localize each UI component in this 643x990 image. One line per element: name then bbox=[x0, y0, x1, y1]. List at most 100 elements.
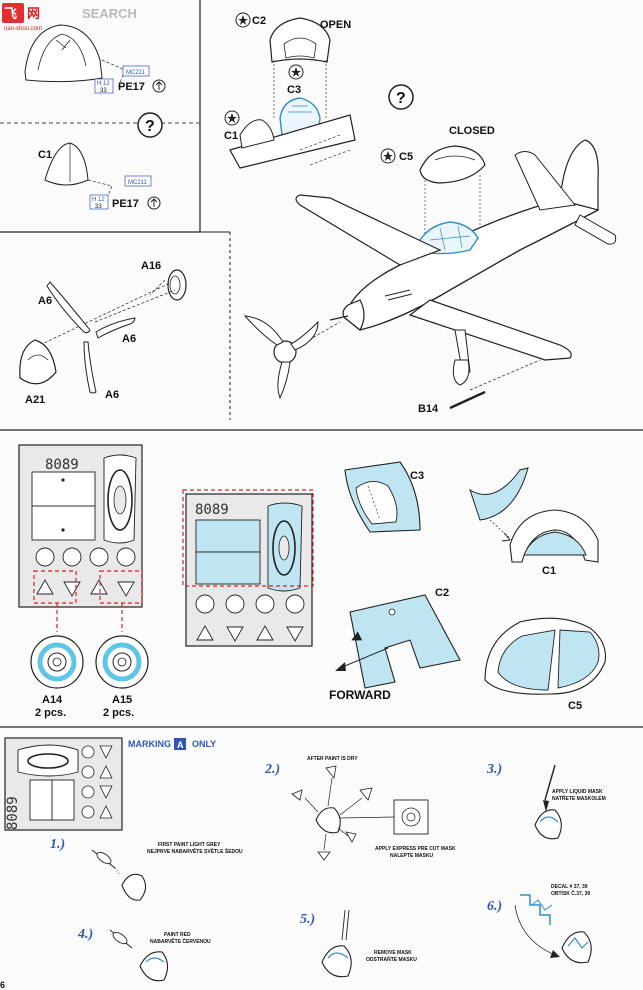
step1-spinner bbox=[121, 873, 147, 901]
canopy-closed-label: CLOSED bbox=[449, 125, 495, 137]
watermark-url: nan-shou.com bbox=[4, 26, 42, 32]
step-b-part-label: C1 bbox=[38, 149, 52, 161]
mask-sheet-left-number: 8089 bbox=[45, 457, 79, 473]
step4-number: 4.) bbox=[77, 927, 93, 942]
step3-text-en: APPLY LIQUID MASK bbox=[552, 789, 603, 795]
marking-step-1: 1.) FIRST PAINT LIGHT GREY NEJPRVE NABAR… bbox=[50, 837, 243, 901]
step-b-c1-detail: C1 MC211 H 12 33 PE17 bbox=[38, 142, 161, 210]
marking-only: ONLY bbox=[192, 739, 216, 749]
masked-part-c2: C2 FORWARD bbox=[329, 587, 461, 702]
step-a-arrow-up-icon bbox=[155, 81, 163, 90]
mask-sheet-right: 8089 bbox=[182, 489, 314, 647]
step-a-mc-label: MC211 bbox=[126, 70, 146, 76]
prop-a6-bottom-label: A6 bbox=[105, 389, 119, 401]
masked-part-c1: C1 bbox=[469, 467, 599, 577]
masked-c2-label: C2 bbox=[435, 587, 449, 599]
step-a-part-ref: PE17 bbox=[118, 81, 145, 93]
step3-spinner bbox=[534, 809, 562, 840]
step4-spinner bbox=[139, 951, 169, 982]
canopy-open-c2-label: C2 bbox=[252, 15, 266, 27]
prop-a6-mid-label: A6 bbox=[122, 333, 136, 345]
step5-text-cz: ODSTRAŇTE MASKU bbox=[366, 955, 417, 963]
step-b-h-num: 33 bbox=[95, 204, 102, 210]
step1-text-cz: NEJPRVE NABARVĚTE SVĚTLE ŠEDOU bbox=[147, 847, 243, 855]
marking-title: MARKING bbox=[128, 739, 171, 749]
prop-a21-label: A21 bbox=[25, 394, 45, 406]
watermark-char-mid: 网 bbox=[27, 6, 40, 21]
brush-icon bbox=[544, 764, 556, 801]
decal-stripe bbox=[520, 894, 551, 925]
step-a-canopy-detail: MC211 H 12 33 PE17 bbox=[24, 24, 166, 94]
forward-label: FORWARD bbox=[329, 688, 391, 702]
step5-number: 5.) bbox=[300, 912, 315, 927]
tweezers-icon bbox=[341, 909, 350, 941]
canopy-closed-assembly: CLOSED C5 bbox=[380, 125, 495, 235]
step5-text-en: REMOVE MASK bbox=[374, 950, 412, 956]
step6-arrow-icon bbox=[550, 950, 560, 958]
step4-text-en: PAINT RED bbox=[164, 932, 191, 938]
step-b-arrow-up-icon bbox=[150, 198, 158, 207]
step6-number: 6.) bbox=[487, 899, 502, 914]
mask-sheet-right-number: 8089 bbox=[195, 502, 229, 518]
aircraft-b14-label: B14 bbox=[418, 403, 439, 415]
wheel-mask-a14: A14 2 pcs. bbox=[30, 635, 84, 719]
step5-spinner bbox=[321, 945, 352, 978]
a14-qty: 2 pcs. bbox=[35, 707, 66, 719]
step-b-h-label: H 12 bbox=[92, 197, 105, 203]
marking-step-6: 6.) DECAL # 37, 39 OBTISK Č.37, 39 bbox=[487, 884, 592, 964]
marking-header: MARKING A ONLY bbox=[128, 738, 216, 750]
step3-number: 3.) bbox=[486, 762, 502, 777]
a14-label: A14 bbox=[42, 694, 63, 706]
svg-text:?: ? bbox=[396, 90, 406, 107]
canopy-closed-c5-label: C5 bbox=[399, 151, 413, 163]
watermark-char-left: 飞 bbox=[4, 6, 17, 21]
svg-text:?: ? bbox=[145, 118, 155, 135]
marking-step-5: 5.) REMOVE MASK ODSTRAŇTE MASKU bbox=[300, 909, 417, 978]
step6-spinner bbox=[561, 931, 592, 964]
aircraft-drawing: B14 bbox=[243, 139, 617, 415]
a15-qty: 2 pcs. bbox=[103, 707, 134, 719]
question-circle-icon-left: ? bbox=[137, 112, 163, 138]
step-b-part-ref: PE17 bbox=[112, 198, 139, 210]
marking-step-4: 4.) PAINT RED NABARVĚTE ČERVENOU bbox=[77, 927, 211, 982]
a15-label: A15 bbox=[112, 694, 132, 706]
aircraft-propeller bbox=[243, 315, 319, 400]
step1-number: 1.) bbox=[50, 837, 65, 852]
page-number: 6 bbox=[0, 980, 5, 990]
prop-a16-label: A16 bbox=[141, 260, 161, 272]
step-a-h-label: H 12 bbox=[97, 81, 110, 87]
step1-text-en: FIRST PAINT LIGHT GREY bbox=[158, 842, 221, 848]
masked-c1-label: C1 bbox=[542, 565, 556, 577]
marking-step-2: 2.) AFTER PAINT IS DRY APPLY EXPRESS PRE… bbox=[264, 756, 456, 861]
c1-arrow-icon bbox=[501, 532, 511, 542]
marking-sheet-number: 8089 bbox=[5, 796, 21, 830]
mask-sheet-left: 8089 bbox=[18, 444, 143, 632]
marking-step-3: 3.) APPLY LIQUID MASK NATŘETE MASKOLEM bbox=[486, 762, 606, 840]
canopy-open-c1-label: C1 bbox=[224, 130, 238, 142]
step2-text-top: AFTER PAINT IS DRY bbox=[307, 756, 358, 762]
step2-text-en: APPLY EXPRESS PRE CUT MASK bbox=[375, 846, 456, 852]
step6-text-en: DECAL # 37, 39 bbox=[551, 884, 588, 890]
step6-text-cz: OBTISK Č.37, 39 bbox=[551, 890, 590, 897]
masked-part-c5: C5 bbox=[484, 617, 606, 712]
forward-arrow-icon bbox=[335, 662, 346, 671]
masked-c5-label: C5 bbox=[568, 700, 582, 712]
step2-text-cz: NALEPTE MASKU bbox=[390, 853, 433, 859]
step-a-h-num: 33 bbox=[100, 88, 107, 94]
canopy-open-assembly: C2 OPEN C3 C1 bbox=[224, 12, 356, 169]
canopy-open-label: OPEN bbox=[320, 19, 351, 31]
question-circle-icon-right: ? bbox=[388, 84, 414, 110]
marking-mask-sheet: 8089 bbox=[4, 737, 123, 831]
wheel-mask-a15: A15 2 pcs. bbox=[95, 635, 149, 719]
prop-a6-left-label: A6 bbox=[38, 295, 52, 307]
watermark-logo: 飞 网 SEARCH nan-shou.com bbox=[2, 3, 137, 32]
step3-text-cz: NATŘETE MASKOLEM bbox=[552, 794, 606, 802]
step2-spinner bbox=[315, 807, 341, 834]
marking-letter: A bbox=[177, 740, 184, 750]
masked-c3-label: C3 bbox=[410, 470, 424, 482]
propeller-assembly: A16 A6 A6 A6 A21 bbox=[19, 260, 187, 406]
step2-number: 2.) bbox=[264, 762, 280, 777]
step4-text-cz: NABARVĚTE ČERVENOU bbox=[150, 937, 211, 945]
step-b-mc-label: MC211 bbox=[128, 180, 148, 186]
